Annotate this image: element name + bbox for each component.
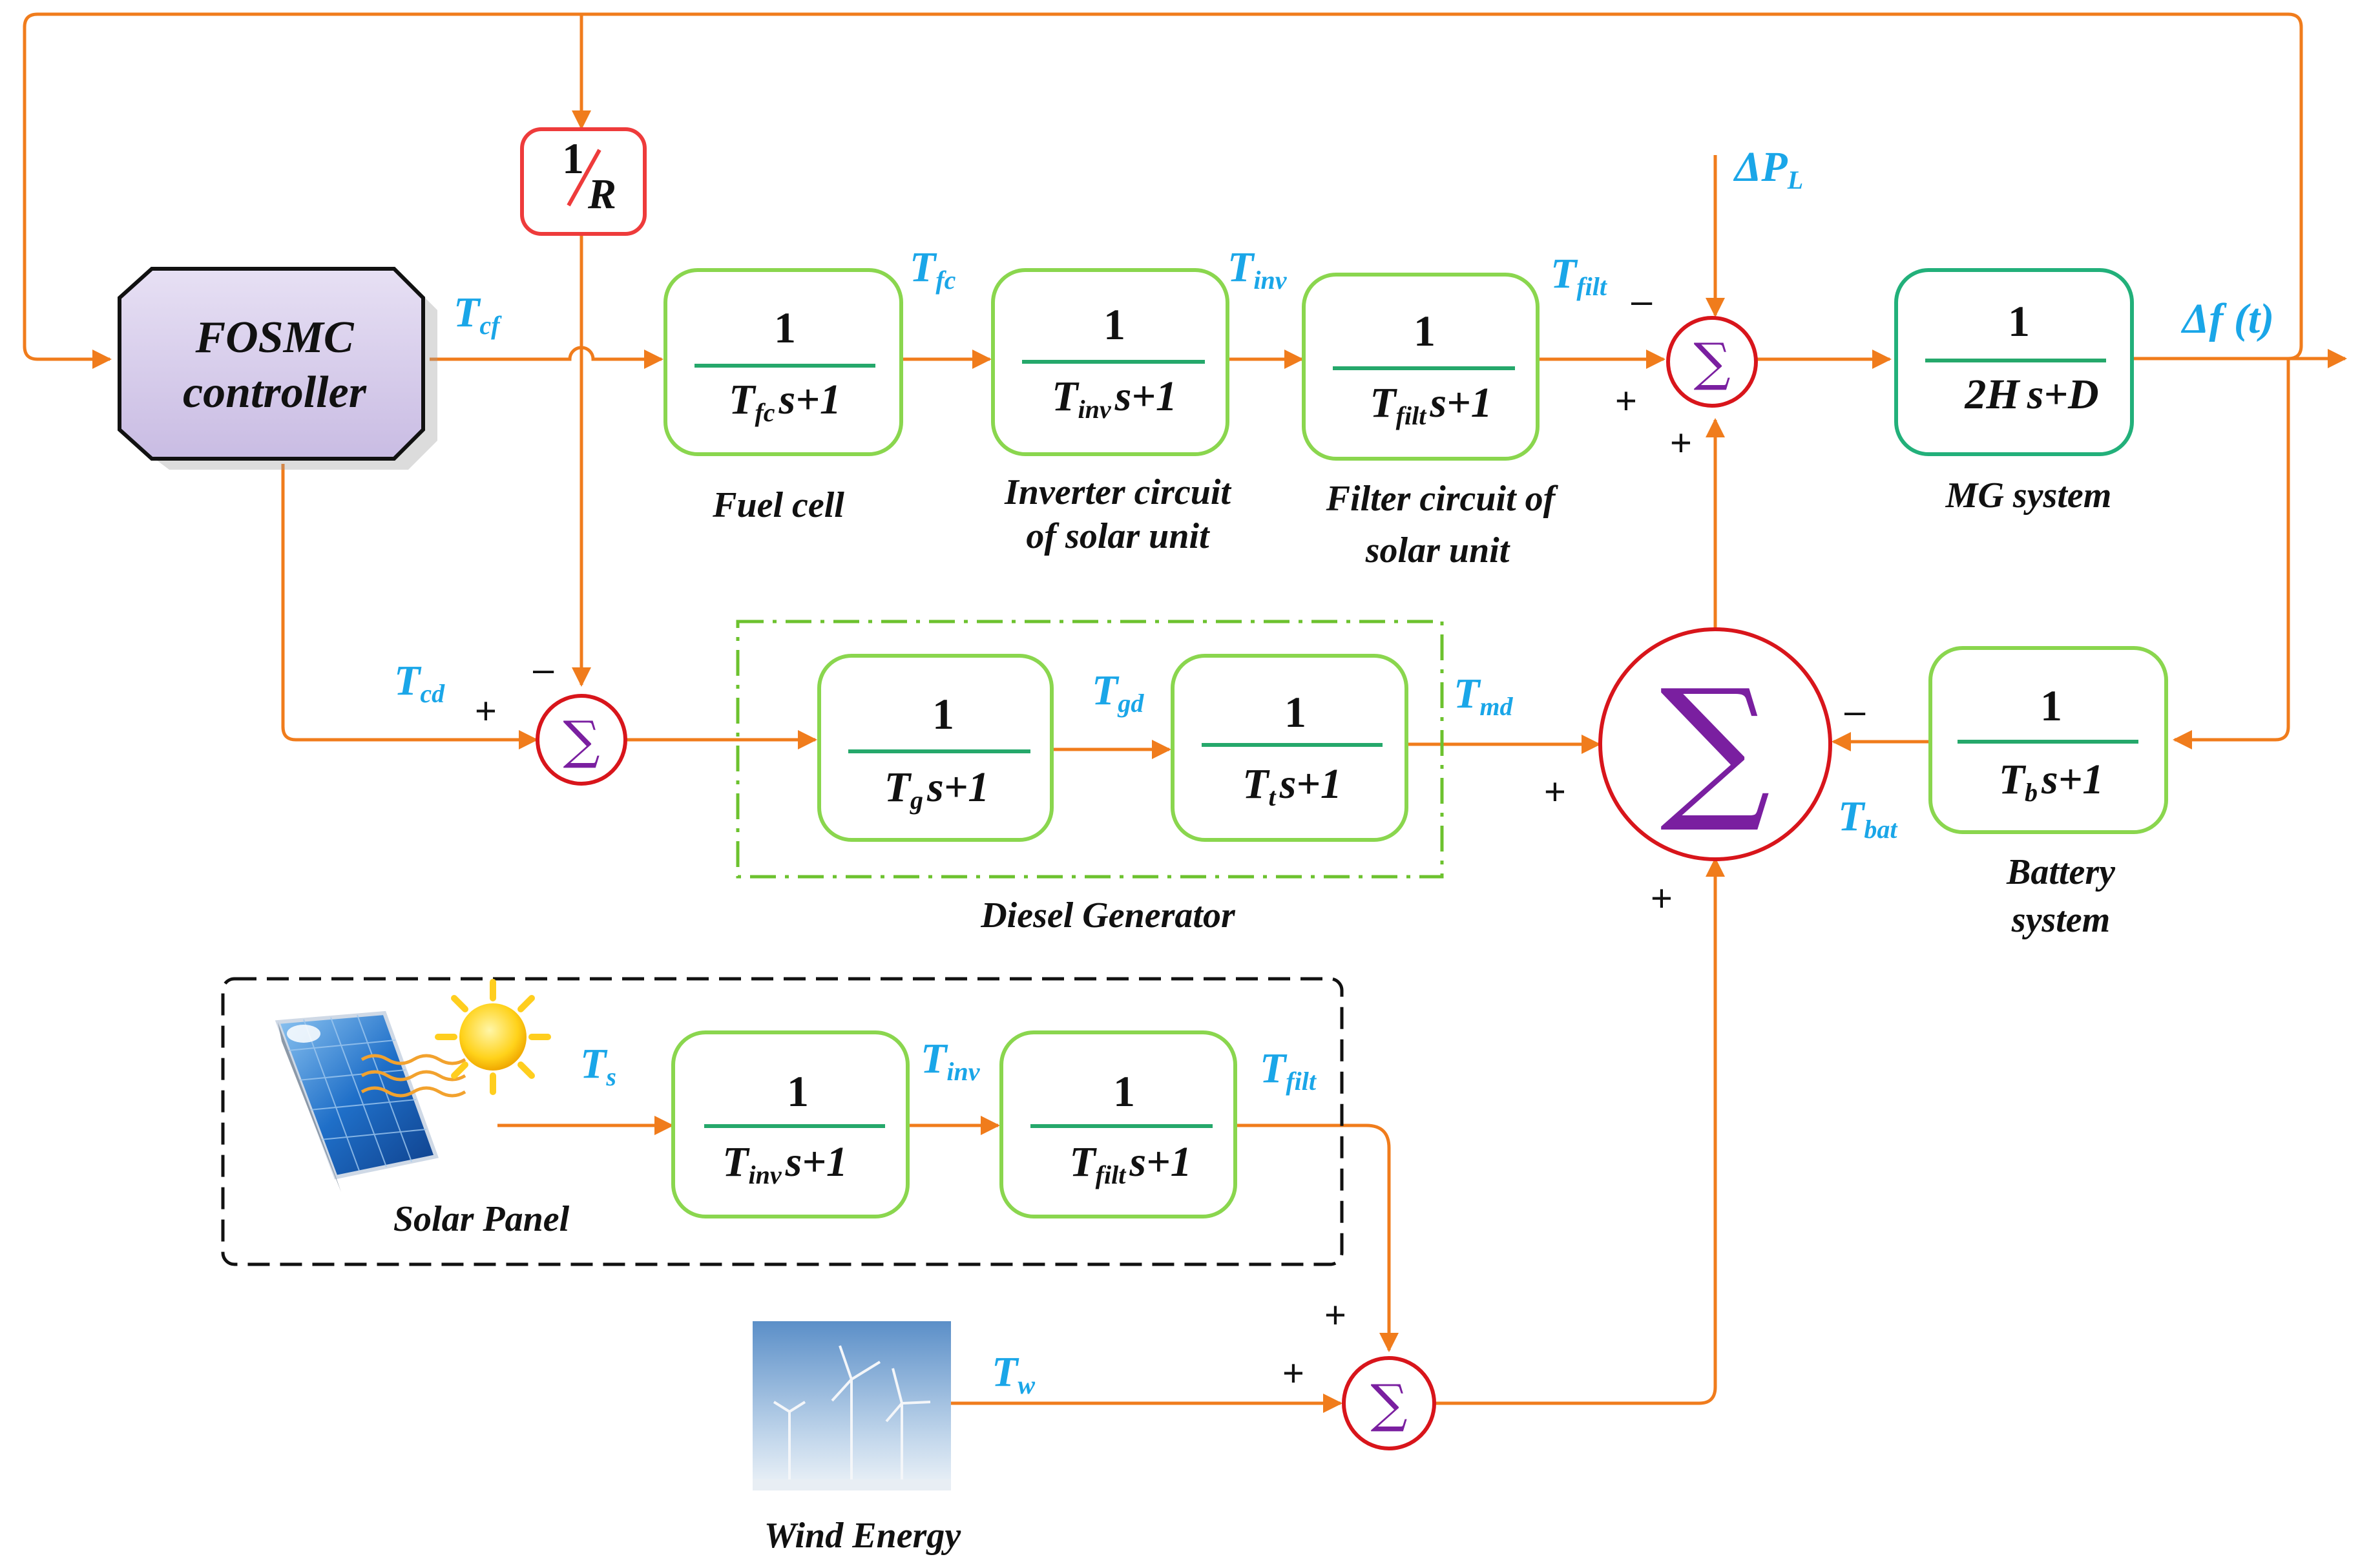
governor-block: 1 Tgs+1	[817, 654, 1054, 842]
signal-t-cd: Tcd	[394, 657, 445, 708]
signal-t-inv-solar: Tinv	[921, 1035, 981, 1086]
turbine-denominator: Tts+1	[1242, 760, 1342, 811]
inverter-top-caption-line1: Inverter circuit	[1004, 472, 1231, 512]
signal-t-filt-solar: Tfilt	[1260, 1045, 1317, 1096]
cd-sum-minus-sign: –	[533, 648, 554, 690]
battery-caption-line2: system	[2011, 900, 2110, 940]
wind-turbine-image	[753, 1321, 951, 1490]
droop-gain-block: 1 R	[520, 127, 647, 236]
big-sum-plus-bottom-sign: +	[1651, 877, 1673, 919]
droop-denominator: R	[587, 171, 616, 218]
cd-summing-junction: ∑	[536, 694, 627, 786]
controller-label-line1: FOSMC	[194, 313, 354, 362]
fosmc-controller-block: FOSMC controller	[118, 267, 437, 470]
fuel-cell-block: 1 Tfcs+1 Fuel cell	[663, 268, 903, 525]
inverter-top-numerator: 1	[1103, 300, 1125, 349]
fuel-cell-numerator: 1	[774, 303, 796, 352]
filter-top-caption-line2: solar unit	[1365, 530, 1510, 570]
big-sum-plus-left-sign: +	[1544, 771, 1566, 813]
filter-top-denominator: Tfilts+1	[1370, 379, 1492, 430]
signal-t-gd: Tgd	[1092, 667, 1144, 718]
signal-t-fc: Tfc	[910, 244, 956, 295]
signal-t-cf: Tcf	[454, 289, 502, 340]
inverter-solar-numerator: 1	[787, 1067, 809, 1116]
top-sum-symbol: ∑	[1693, 332, 1730, 392]
signal-t-bat: Tbat	[1838, 793, 1898, 844]
top-sum-plus-left-sign: +	[1615, 380, 1637, 422]
wind-sum-plus-top-sign: +	[1324, 1294, 1346, 1336]
top-sum-minus-sign: –	[1631, 280, 1653, 322]
governor-denominator: Tgs+1	[884, 764, 990, 815]
battery-numerator: 1	[2040, 681, 2062, 730]
turbine-numerator: 1	[1284, 687, 1306, 737]
battery-caption-line1: Battery	[2006, 852, 2116, 892]
turbine-block: 1 Tts+1	[1171, 654, 1408, 842]
diesel-generator-group: Diesel Generator	[736, 620, 1444, 936]
governor-numerator: 1	[932, 689, 954, 738]
fuel-cell-denominator: Tfcs+1	[729, 376, 841, 427]
wind-sum-plus-left-sign: +	[1282, 1352, 1304, 1394]
sun-icon	[459, 1003, 527, 1071]
wires	[23, 12, 2347, 1413]
signal-t-s: Ts	[580, 1040, 616, 1091]
inverter-top-caption-line2: of solar unit	[1026, 516, 1210, 556]
inverter-top-block: 1 Tinvs+1 Inverter circuit of solar unit	[991, 268, 1231, 556]
inverter-top-denominator: Tinvs+1	[1052, 373, 1177, 424]
signal-t-filt-top: Tfilt	[1551, 250, 1608, 301]
filter-solar-numerator: 1	[1113, 1067, 1135, 1116]
big-sum-minus-right-sign: –	[1844, 690, 1866, 732]
signal-delta-pl: ΔPL	[1733, 143, 1803, 194]
top-sum-plus-bottom-sign: +	[1670, 422, 1692, 464]
filter-top-numerator: 1	[1414, 306, 1436, 355]
filter-solar-block: 1 Tfilts+1	[999, 1030, 1237, 1218]
sum-signs: – + + – + + – + + +	[475, 280, 1866, 1394]
fuel-cell-caption: Fuel cell	[712, 485, 844, 525]
battery-denominator: Tbs+1	[1999, 756, 2104, 807]
signal-t-md: Tmd	[1454, 670, 1513, 721]
filter-top-block: 1 Tfilts+1 Filter circuit of solar unit	[1302, 273, 1559, 570]
diesel-generator-caption: Diesel Generator	[980, 895, 1236, 936]
wind-sum-symbol: ∑	[1370, 1374, 1407, 1434]
solar-panel-caption: Solar Panel	[393, 1199, 570, 1239]
signal-t-inv-top: Tinv	[1227, 244, 1288, 295]
cd-sum-symbol: ∑	[563, 710, 600, 770]
signal-t-w: Tw	[992, 1348, 1035, 1399]
signal-labels: Tcf Tfc Tinv Tfilt ΔPL Δf (t) Tcd Tgd Tm…	[394, 143, 2274, 1399]
droop-numerator: 1	[562, 134, 584, 183]
signal-delta-f: Δf (t)	[2180, 295, 2274, 342]
battery-block: 1 Tbs+1 Battery system	[1928, 646, 2168, 940]
inverter-solar-denominator: Tinvs+1	[722, 1138, 848, 1189]
solar-panel-image	[275, 979, 551, 1192]
inverter-solar-block: 1 Tinvs+1	[671, 1030, 910, 1218]
filter-solar-denominator: Tfilts+1	[1069, 1138, 1191, 1189]
wind-energy-caption: Wind Energy	[764, 1516, 962, 1556]
cd-sum-plus-sign: +	[475, 690, 497, 732]
wind-summing-junction: ∑	[1342, 1356, 1436, 1450]
mg-system-caption: MG system	[1945, 476, 2112, 516]
solar-group: Solar Panel	[221, 977, 1344, 1266]
mg-system-numerator: 1	[2008, 297, 2030, 346]
big-sum-symbol: ∑	[1660, 656, 1770, 837]
filter-top-caption-line1: Filter circuit of	[1326, 479, 1559, 519]
controller-label-line2: controller	[183, 368, 367, 417]
top-summing-junction: ∑	[1666, 316, 1758, 408]
big-summing-junction: ∑	[1598, 627, 1832, 861]
